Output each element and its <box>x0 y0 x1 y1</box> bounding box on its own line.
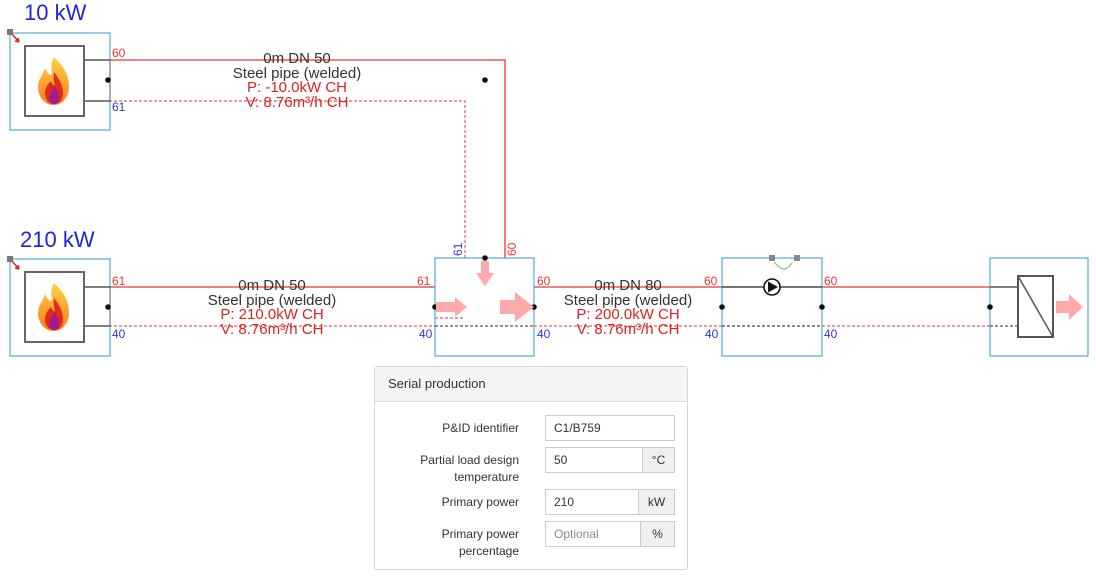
mixer-top-supply-port: 60 <box>505 242 519 256</box>
primary-power-percentage-label: Primary power percentage <box>441 527 519 558</box>
heat-source-2[interactable]: 210 kW 61 40 <box>7 227 126 357</box>
pipe-label-1: 0m DN 50 Steel pipe (welded) P: -10.0kW … <box>233 50 488 111</box>
pump-out-return-port: 40 <box>824 327 838 341</box>
pump-in-supply-port: 60 <box>704 274 718 288</box>
mixing-arrow-icon <box>436 261 534 322</box>
pipe-label-2: 0m DN 50 Steel pipe (welded) P: 210.0kW … <box>208 277 336 338</box>
flame-icon <box>38 57 69 105</box>
pipe-3-power: P: 200.0kW CH <box>576 306 679 323</box>
source-1-supply-port: 60 <box>112 46 126 60</box>
heat-source-1[interactable]: 10 kW 60 61 <box>7 0 126 131</box>
source-2-supply-port: 61 <box>112 274 126 288</box>
pipe-2-length: 0m DN 50 <box>238 277 306 294</box>
primary-power-label: Primary power <box>441 495 519 509</box>
pipe-2-flow: V: 8.76m³/h CH <box>221 321 324 338</box>
pump-in-return-port: 40 <box>705 327 719 341</box>
mixer-out-supply-port: 60 <box>537 274 551 288</box>
pipe-1-node <box>482 77 488 83</box>
mixer-out-return-port: 40 <box>537 327 551 341</box>
primary-power-input[interactable]: 210 <box>545 489 639 515</box>
mixer-top-return-port: 61 <box>451 242 465 256</box>
consumer-block[interactable] <box>987 257 1089 357</box>
source-1-return-port: 61 <box>112 100 126 114</box>
pid-identifier-label: P&ID identifier <box>442 421 519 435</box>
partial-load-temp-input[interactable]: 50 <box>545 447 643 473</box>
unit-kw-addon: kW <box>639 489 675 515</box>
mixer-block[interactable]: 61 40 61 60 60 40 <box>417 242 551 357</box>
pump-out-supply-port: 60 <box>824 274 838 288</box>
pipe-1-material: Steel pipe (welded) <box>233 65 361 82</box>
unit-percent-addon: % <box>641 521 675 547</box>
mixer-in-supply-port: 61 <box>417 274 431 288</box>
source-2-return-port: 40 <box>112 327 126 341</box>
pipe-3-length: 0m DN 80 <box>594 277 662 294</box>
flame-icon <box>38 283 69 331</box>
pipe-2-material: Steel pipe (welded) <box>208 292 336 309</box>
pipe-1-flow: V: 8.76m³/h CH <box>246 94 349 111</box>
pipe-label-3: 0m DN 80 Steel pipe (welded) P: 200.0kW … <box>564 277 692 338</box>
unit-celsius-addon: °C <box>643 447 675 473</box>
pipe-3-flow: V: 8.76m³/h CH <box>577 321 680 338</box>
consumer-output-arrow <box>1056 294 1083 320</box>
partial-load-temp-label: Partial load design temperature <box>420 453 519 484</box>
pump-unit[interactable]: 60 40 60 40 <box>704 255 838 357</box>
panel-title: Serial production <box>375 367 687 402</box>
pump-icon <box>763 278 781 296</box>
primary-power-percentage-input[interactable]: Optional <box>545 521 641 547</box>
pipe-1-power: P: -10.0kW CH <box>247 79 347 96</box>
pid-identifier-input[interactable]: C1/B759 <box>545 415 675 441</box>
source-1-power: 10 kW <box>24 0 87 25</box>
pipe-3-material: Steel pipe (welded) <box>564 292 692 309</box>
heat-exchanger-icon <box>1017 275 1054 338</box>
pipe-2-power: P: 210.0kW CH <box>220 306 323 323</box>
properties-panel: Serial production P&ID identifier C1/B75… <box>374 366 688 570</box>
source-2-power: 210 kW <box>20 227 95 252</box>
pipe-1-length: 0m DN 50 <box>263 50 331 67</box>
mixer-in-return-port: 40 <box>419 327 433 341</box>
